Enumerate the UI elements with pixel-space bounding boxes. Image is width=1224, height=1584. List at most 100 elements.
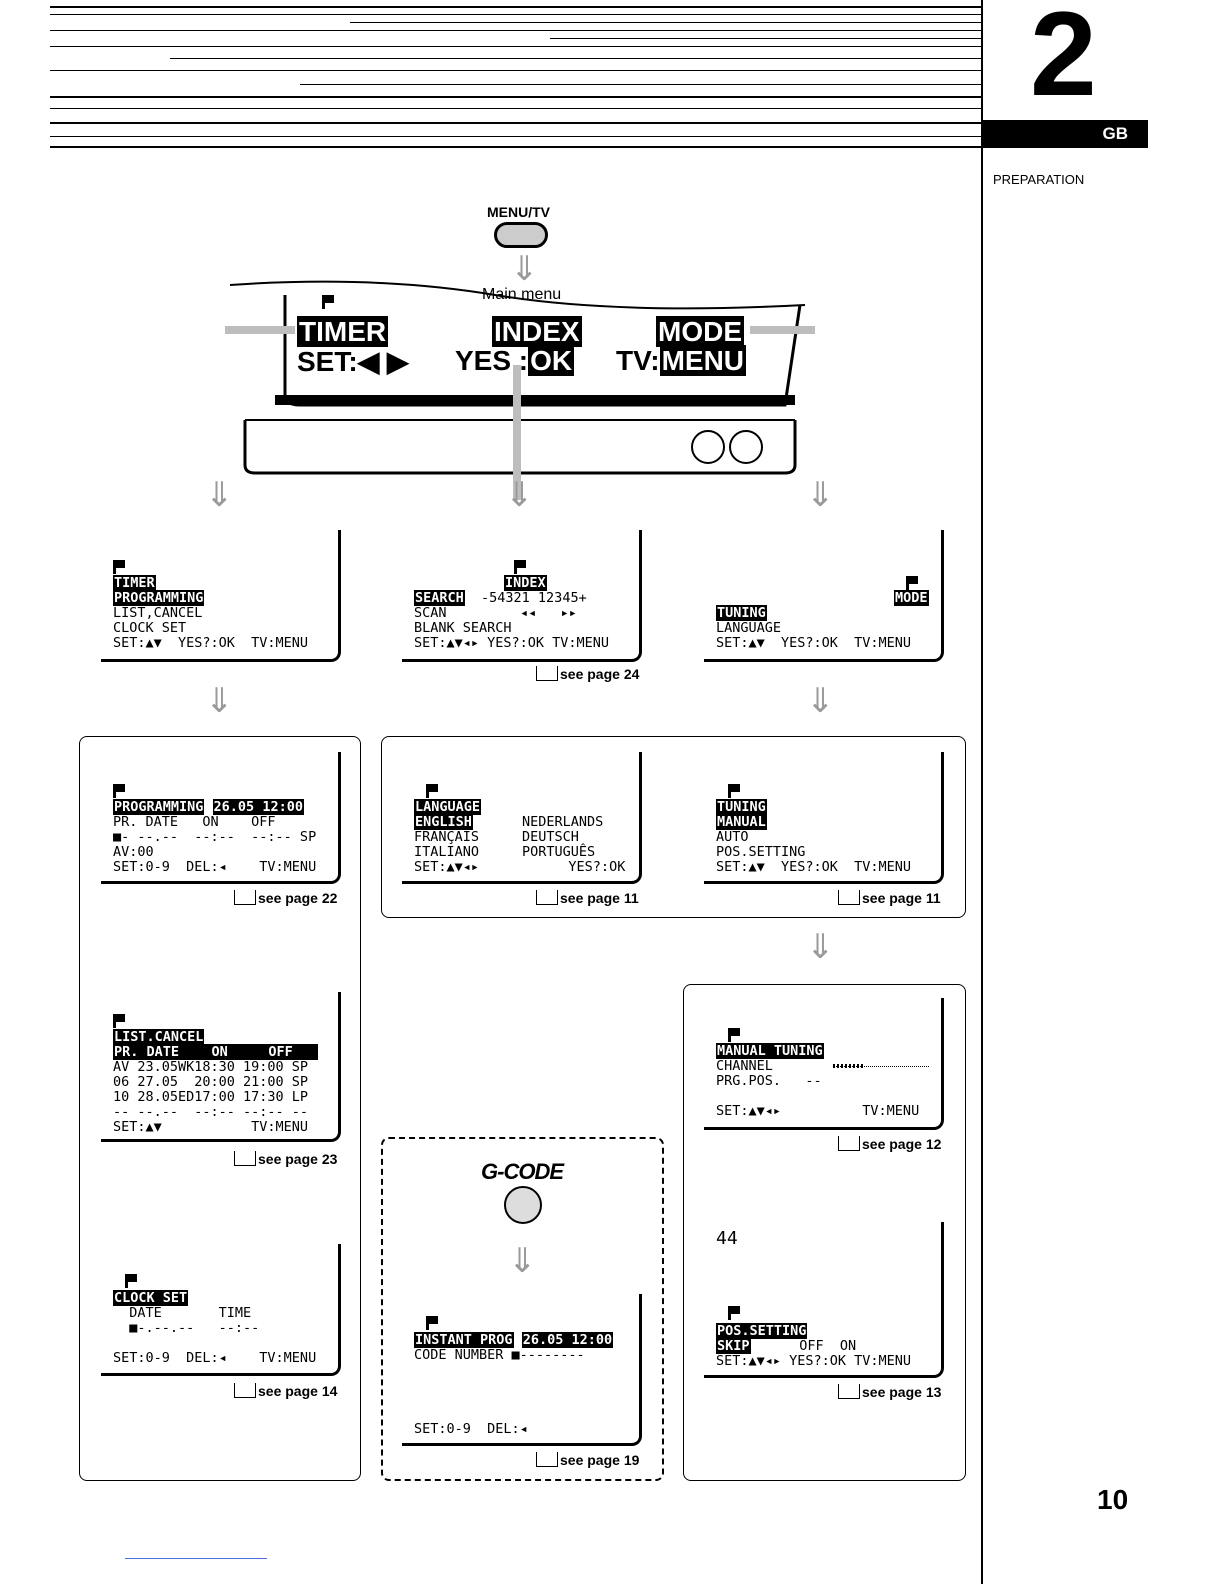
list-cancel-row[interactable]: 06 27.05 20:00 21:00 SP [113,1074,309,1090]
gcode-button[interactable] [504,1186,542,1224]
main-tv-hint: TV:MENU [616,345,747,376]
programming-screen: PROGRAMMING 26.05 12:00 PR. DATE ON OFF … [101,752,341,884]
instant-prog-datetime: 26.05 12:00 [521,1332,614,1348]
main-set-hint: SET:◀ ▶ [297,346,409,377]
down-arrow-icon: ⇓ [205,476,234,514]
down-arrow-icon: ⇓ [806,928,835,966]
tuning-submenu-box [683,984,966,1481]
language-francais[interactable]: FRANÇAIS [414,829,480,845]
list-cancel-row[interactable]: AV 23.05WK18:30 19:00 SP [113,1059,309,1075]
clock-set-screen: CLOCK SET DATE TIME ■-.--.-- --:-- SET:0… [101,1244,341,1376]
programming-bottom: SET:0-9 DEL:◂ TV:MENU [113,859,317,875]
index-scan[interactable]: SCAN [414,605,447,621]
index-blank-search[interactable]: BLANK SEARCH [414,620,512,636]
down-arrow-icon: ⇓ [806,682,835,720]
index-search[interactable]: SEARCH [414,590,465,606]
see-page-19[interactable]: see page 19 [536,1452,639,1468]
flag-icon [125,1274,137,1288]
menu-tv-label: MENU/TV [487,204,550,220]
flag-icon [113,784,125,798]
mode-language[interactable]: LANGUAGE [716,620,782,636]
programming-datetime: 26.05 12:00 [212,799,304,815]
pos-setting-skip[interactable]: SKIP [716,1338,751,1354]
timer-programming[interactable]: PROGRAMMING [113,590,205,606]
mode-title: MODE [894,590,929,606]
manual-tuning-bottom: SET:▲▼◂▸ TV:MENU [716,1103,920,1119]
gcode-box [381,1137,664,1481]
pointing-hand-icon [838,890,860,905]
instant-prog-title: INSTANT PROG [414,1332,514,1348]
pos-setting-skip-options[interactable]: OFF ON [750,1338,857,1354]
down-arrow-icon: ⇓ [510,250,539,288]
instant-prog-screen: INSTANT PROG 26.05 12:00 CODE NUMBER ■--… [402,1294,642,1446]
clock-set-header: DATE TIME [113,1305,252,1321]
see-page-13[interactable]: see page 13 [838,1384,941,1400]
section-title: PREPARATION [993,172,1085,187]
timer-screen: TIMER PROGRAMMING LIST,CANCEL CLOCK SET … [101,530,341,662]
pos-setting-position: 44 [716,1228,738,1249]
language-title: LANGUAGE [414,799,482,815]
mode-tuning[interactable]: TUNING [716,605,767,621]
pointing-hand-icon [838,1384,860,1399]
clock-set-entry[interactable]: ■-.--.-- --:-- [113,1320,260,1336]
manual-tuning-prg-pos[interactable]: PRG.POS. -- [716,1073,822,1089]
language-nederlands[interactable]: NEDERLANDS [522,814,604,830]
index-search-values: -54321 12345+ [464,590,587,606]
pointing-hand-icon [838,1136,860,1151]
timer-bottom: SET:▲▼ YES?:OK TV:MENU [113,635,309,651]
footer-link-line [125,1558,267,1559]
flag-icon [728,1028,740,1042]
menu-tv-button[interactable] [494,222,548,248]
header-rule-lines [50,0,982,150]
list-cancel-header: PR. DATE ON OFF [113,1044,319,1060]
clock-set-title: CLOCK SET [113,1290,189,1306]
flag-icon [728,1306,740,1320]
index-scan-arrows: ◂◂ ▸▸ [520,605,577,621]
tuning-auto[interactable]: AUTO [716,829,749,845]
language-portugues[interactable]: PORTUGUÊS [522,844,596,860]
flag-icon [113,560,125,574]
main-index[interactable]: INDEX [492,316,582,347]
timer-list-cancel[interactable]: LIST,CANCEL [113,605,203,621]
main-mode[interactable]: MODE [656,316,744,347]
language-english[interactable]: ENGLISH [414,814,473,830]
main-menu-caption: Main menu [482,286,562,303]
flag-icon [426,1316,438,1330]
programming-header: PR. DATE ON OFF [113,814,276,830]
flag-icon [322,295,334,309]
see-page-14[interactable]: see page 14 [234,1383,337,1399]
tuning-manual[interactable]: MANUAL [716,814,767,830]
programming-title: PROGRAMMING [113,799,205,815]
pos-setting-bottom: SET:▲▼◂▸ YES?:OK TV:MENU [716,1353,912,1369]
pos-setting-screen: 44 POS.SETTING SKIP OFF ON SET:▲▼◂▸ YES?… [704,1222,944,1378]
page-number: 10 [1097,1484,1129,1515]
see-page-12[interactable]: see page 12 [838,1136,941,1152]
see-page-11-language[interactable]: see page 11 [536,890,639,906]
index-screen: INDEX SEARCH -54321 12345+ SCAN ◂◂ ▸▸ BL… [402,530,642,662]
see-page-23[interactable]: see page 23 [234,1151,337,1167]
language-italiano[interactable]: ITALIANO [414,844,480,860]
instant-prog-code[interactable]: CODE NUMBER ■-------- [414,1347,585,1363]
pointing-hand-icon [234,1383,256,1398]
clock-set-bottom: SET:0-9 DEL:◂ TV:MENU [113,1350,317,1366]
timer-clock-set[interactable]: CLOCK SET [113,620,187,636]
down-arrow-icon: ⇓ [505,476,534,514]
index-bottom: SET:▲▼◂▸ YES?:OK TV:MENU [414,635,610,651]
list-cancel-row[interactable]: -- --.-- --:-- --:-- -- [113,1104,309,1120]
language-deutsch[interactable]: DEUTSCH [522,829,579,845]
programming-entry[interactable]: ■- --.-- --:-- --:-- SP [113,829,317,845]
flag-icon [514,560,526,574]
manual-tuning-title: MANUAL TUNING [716,1043,824,1059]
see-page-24[interactable]: see page 24 [536,666,639,682]
see-page-11-tuning[interactable]: see page 11 [838,890,941,906]
main-timer[interactable]: TIMER [297,316,389,347]
list-cancel-row[interactable]: 10 28.05ED17:00 17:30 LP [113,1089,309,1105]
manual-tuning-channel[interactable]: CHANNEL [716,1058,773,1074]
see-page-22[interactable]: see page 22 [234,890,337,906]
pointing-hand-icon [536,666,558,681]
tv-illustration [225,280,815,500]
language-screen: LANGUAGE ENGLISH NEDERLANDS FRANÇAIS DEU… [402,752,642,884]
tuning-pos-setting[interactable]: POS.SETTING [716,844,806,860]
channel-level-bar [833,1064,929,1070]
down-arrow-icon: ⇓ [508,1242,537,1280]
